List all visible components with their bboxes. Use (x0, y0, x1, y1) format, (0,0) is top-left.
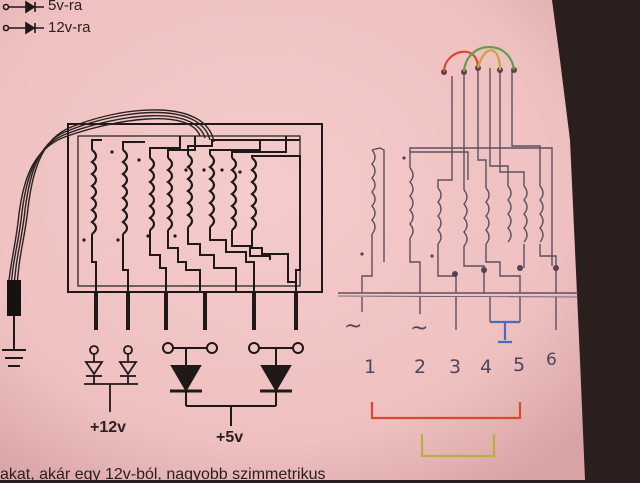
cable-plug (7, 280, 21, 316)
terminal-label-1: 1 (364, 356, 377, 378)
legend-diode-symbols (2, 0, 44, 35)
transformer-windings (90, 149, 258, 235)
bottom-caption: akat, akár egy 12v-ból, nagyobb szimmetr… (0, 466, 326, 483)
terminal-label-5: 5 (513, 354, 526, 376)
pencil-drops (361, 297, 557, 330)
green-wire-top (462, 45, 516, 73)
colored-wires (370, 45, 522, 458)
ac-mark-1: ~ (344, 314, 363, 339)
rail-label-5v: +5v (216, 429, 244, 446)
terminal-label-3: 3 (449, 356, 462, 378)
red-bracket (370, 402, 522, 420)
diodes-5v (162, 342, 304, 426)
printed-transformer-diagram (2, 0, 323, 426)
legend-label-12v: 12v-ra (48, 19, 91, 36)
yellow-bracket (420, 434, 496, 458)
pencil-coils (371, 149, 544, 247)
blue-bridge (490, 320, 520, 344)
terminal-label-4: 4 (480, 356, 493, 378)
pencil-leads (361, 68, 557, 293)
cable-bundle (7, 109, 215, 291)
output-pins (94, 292, 298, 330)
legend-label-5v: 5v-ra (48, 0, 83, 14)
winding-dots (82, 150, 242, 242)
terminal-label-2: 2 (414, 356, 427, 378)
rail-label-12v: +12v (90, 419, 127, 436)
internal-wiring (91, 136, 301, 292)
ac-mark-2: ~ (410, 316, 429, 341)
paper-sheet (0, 0, 585, 480)
terminal-label-6: 6 (546, 350, 557, 370)
yellow-wire-top (476, 49, 502, 71)
diodes-12v (84, 345, 138, 412)
ground-symbol (2, 316, 26, 367)
red-wire-top (442, 50, 480, 73)
